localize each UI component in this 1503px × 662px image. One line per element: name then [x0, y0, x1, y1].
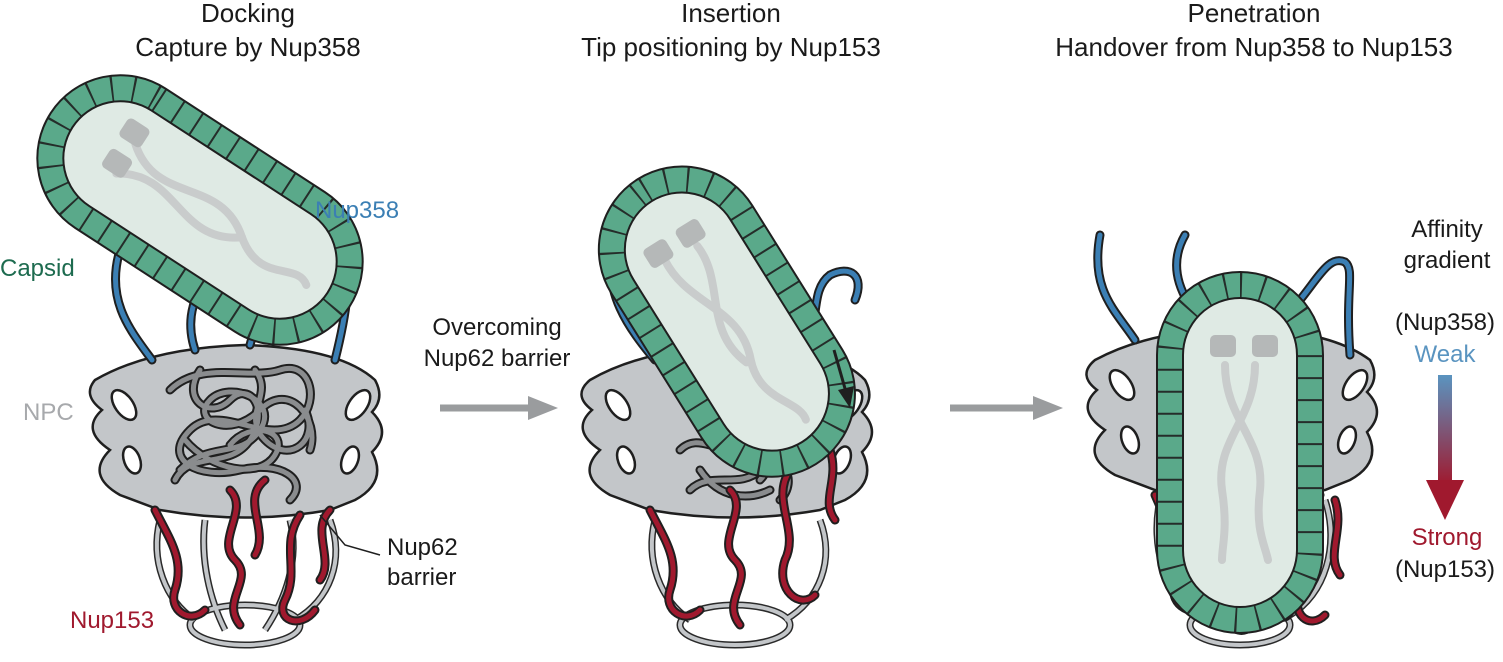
- panel-2-subtitle: Tip positioning by Nup153: [581, 32, 881, 62]
- nup62-barrier-tangle: [165, 363, 317, 505]
- transition-arrow-2: [950, 396, 1063, 420]
- panel-penetration: Affinity gradient (Nup358) Weak Strong (…: [1085, 216, 1495, 649]
- nuclear-basket: [153, 518, 340, 649]
- panel-titles: Docking Capture by Nup358 Insertion Tip …: [135, 0, 1452, 62]
- affinity-label-line2: gradient: [1404, 247, 1491, 274]
- panel-1-subtitle: Capture by Nup358: [135, 32, 360, 62]
- panel-1-title: Docking: [201, 0, 295, 28]
- panel-2-title: Insertion: [681, 0, 781, 28]
- panel-docking: Capsid Nup358 NPC Nup62 barrier Nup153: [0, 74, 458, 649]
- capsid-label: Capsid: [0, 255, 75, 282]
- overcoming-label-line1: Overcoming: [432, 314, 561, 341]
- capsid-penetration: [1156, 271, 1324, 634]
- panel-3-subtitle: Handover from Nup358 to Nup153: [1055, 32, 1452, 62]
- transition-arrow-1: Overcoming Nup62 barrier: [424, 314, 571, 420]
- weak-paren-label: (Nup358): [1395, 309, 1495, 336]
- nup62-leader-line: [319, 514, 381, 556]
- nup62-label-line2: barrier: [387, 564, 456, 591]
- insertion-direction-arrow: [832, 349, 854, 408]
- gradient-bar: [1438, 375, 1452, 485]
- capsid-insertion: [597, 165, 856, 478]
- npc-label: NPC: [23, 399, 74, 426]
- affinity-label-line1: Affinity: [1411, 216, 1483, 243]
- nup358-label: Nup358: [315, 197, 399, 224]
- overcoming-label-line2: Nup62 barrier: [424, 345, 571, 372]
- capsid-docking: [36, 74, 364, 346]
- gradient-arrowhead: [1426, 480, 1464, 520]
- panel-insertion: [580, 165, 874, 649]
- strong-label: Strong: [1412, 524, 1483, 551]
- weak-label: Weak: [1415, 341, 1477, 368]
- nup62-label-line1: Nup62: [387, 534, 458, 561]
- nup153-fibers: [150, 475, 335, 630]
- nup153-label: Nup153: [70, 607, 154, 634]
- affinity-gradient-legend: Affinity gradient (Nup358) Weak Strong (…: [1395, 216, 1495, 583]
- panel-3-title: Penetration: [1188, 0, 1321, 28]
- strong-paren-label: (Nup153): [1395, 556, 1495, 583]
